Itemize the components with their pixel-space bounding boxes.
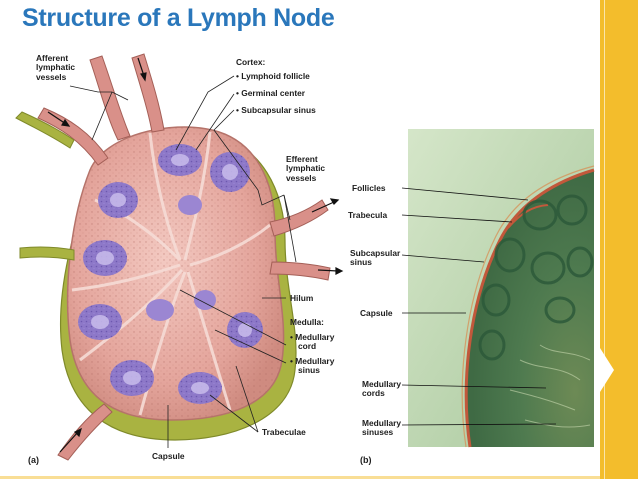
efferent-vessels-label: Efferent lymphatic vessels xyxy=(286,154,326,183)
micrograph-trabecula xyxy=(507,204,549,229)
panel-b-leader-lines xyxy=(401,187,557,426)
subcapsular-line2: sinus xyxy=(350,257,372,268)
micrograph xyxy=(408,129,595,448)
medulla-heading: Medulla: xyxy=(290,317,324,327)
medullary-cord-line2: cord xyxy=(298,341,317,352)
micrograph-follicles xyxy=(478,194,594,361)
lymphoid-follicle-label: • Lymphoid follicle xyxy=(236,71,310,81)
afferent-vessels-label: Afferent lymphatic vessels xyxy=(36,53,76,82)
panel-a-tag: (a) xyxy=(28,455,39,465)
medullary-cords-line1: Medullary xyxy=(362,379,402,389)
micrograph-tissue xyxy=(466,170,594,447)
trabecula-label: Trabecula xyxy=(348,210,388,220)
cortex-heading: Cortex: xyxy=(236,57,266,67)
afferent-label-line2: lymphatic xyxy=(36,62,76,73)
capsule-label-b: Capsule xyxy=(360,308,393,318)
germinal-centers xyxy=(91,154,252,394)
accent-bar xyxy=(600,0,638,479)
capsule-label-a: Capsule xyxy=(152,451,185,461)
hilum-label: Hilum xyxy=(290,293,314,303)
flow-arrows xyxy=(47,57,344,453)
efferent-label-line1: Efferent xyxy=(286,154,318,164)
subcapsular-line1: Subcapsular xyxy=(350,248,401,258)
efferent-label-line3: vessels xyxy=(286,172,317,183)
medullary-cord-label: • Medullary cord xyxy=(290,332,335,352)
afferent-label-line1: Afferent xyxy=(36,53,69,63)
panel-a-leader-lines xyxy=(69,75,297,448)
slide-title: Structure of a Lymph Node xyxy=(22,4,335,32)
medullary-sinuses-label: Medullary sinuses xyxy=(362,418,402,438)
slide-nav-arrow-icon xyxy=(600,348,614,392)
follicles-label: Follicles xyxy=(352,183,386,193)
micrograph-medulla xyxy=(509,344,591,428)
bottom-rule xyxy=(0,476,600,479)
lymph-node-illustration xyxy=(15,53,344,461)
panel-b-tag: (b) xyxy=(360,455,372,465)
medullary-cords-line2: cords xyxy=(362,388,385,399)
medullary-cords-label: Medullary cords xyxy=(362,379,402,399)
afferent-label-line3: vessels xyxy=(36,71,67,82)
medullary-cord-line1: • Medullary xyxy=(290,332,335,342)
efferent-label-line2: lymphatic xyxy=(286,163,326,174)
medullary-sinus-label: • Medullary sinus xyxy=(290,356,335,376)
subcapsular-sinus-micrograph-label: Subcapsular sinus xyxy=(350,248,401,268)
medullary-sinuses-line1: Medullary xyxy=(362,418,402,428)
accent-divider xyxy=(604,0,605,479)
lymph-node-figure xyxy=(15,53,595,461)
germinal-center-label: • Germinal center xyxy=(236,88,306,98)
subcapsular-sinus-label: • Subcapsular sinus xyxy=(236,105,316,115)
trabeculae-label: Trabeculae xyxy=(262,427,306,437)
medullary-sinus-line2: sinus xyxy=(298,365,320,376)
medullary-sinus-line1: • Medullary xyxy=(290,356,335,366)
medullary-sinuses-line2: sinuses xyxy=(362,427,394,438)
afferent-vessels xyxy=(15,53,165,461)
